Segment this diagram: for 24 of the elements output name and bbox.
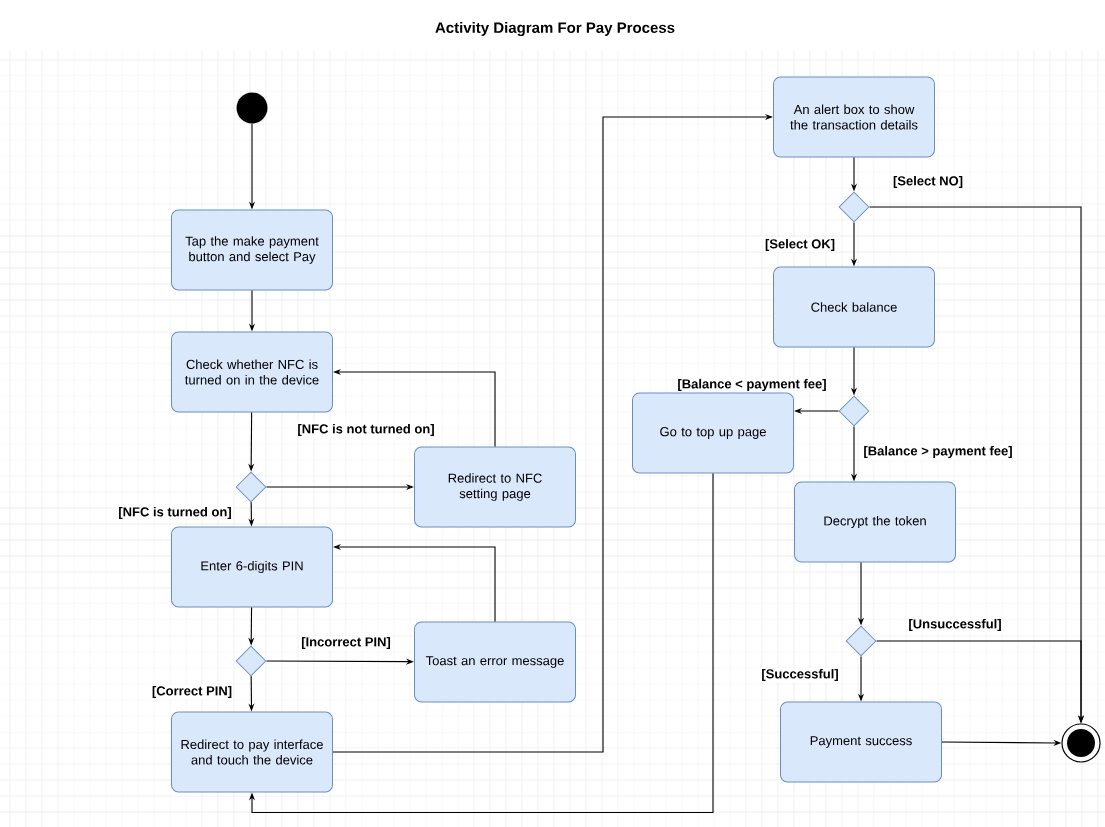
action-box: Payment success [780, 701, 942, 783]
decision-diamond [235, 471, 267, 503]
action-box: Decrypt the token [794, 481, 956, 563]
action-box: An alert box to show the transaction details [773, 76, 935, 158]
start-dot [236, 92, 268, 124]
action-box: Tap the make payment button and select Pay [171, 209, 333, 291]
guard-label: [Balance > payment fee] [862, 444, 1014, 460]
decision-diamond [838, 191, 870, 223]
decision-diamond [235, 645, 267, 677]
action-box: Toast an error message [414, 621, 576, 703]
guard-label: [Incorrect PIN] [300, 635, 392, 651]
guard-label: [Successful] [760, 667, 840, 683]
title: Activity Diagram For Pay Process [435, 21, 675, 36]
decision-diamond [838, 395, 870, 427]
action-box: Redirect to NFC setting page [414, 446, 576, 528]
action-box: Enter 6-digits PIN [171, 526, 333, 608]
action-box: Redirect to pay interface and touch the device [171, 711, 333, 793]
action-box: Check balance [773, 266, 935, 348]
action-box: Check whether NFC is turned on in the device [171, 331, 333, 413]
action-box: Go to top up page [632, 392, 794, 474]
arrow [248, 472, 714, 814]
guard-label: [Correct PIN] [150, 684, 234, 700]
decision-diamond [845, 625, 877, 657]
end-marker [1061, 723, 1101, 763]
